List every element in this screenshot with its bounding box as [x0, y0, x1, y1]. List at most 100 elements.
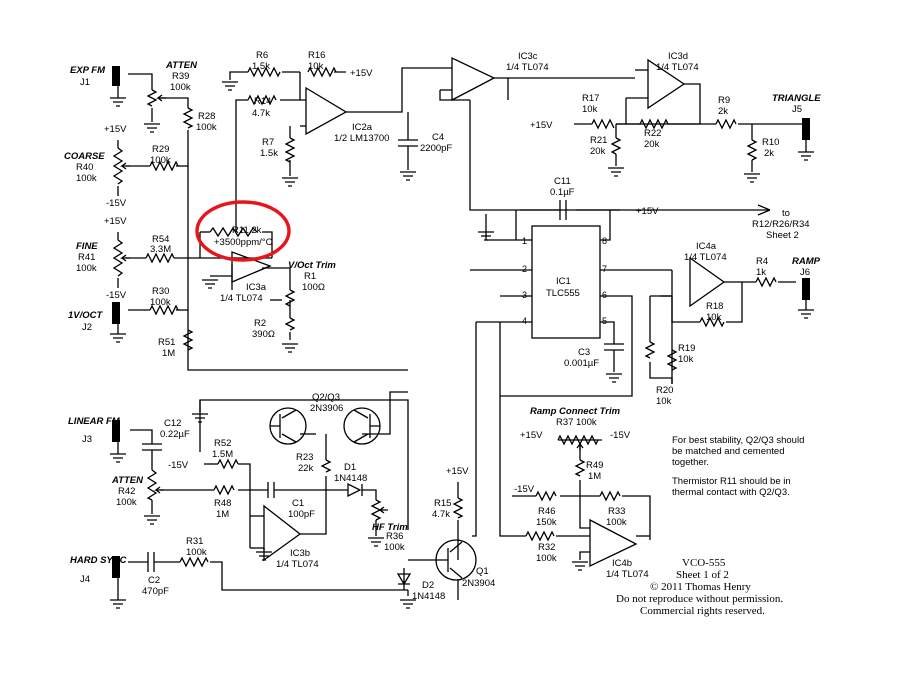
j5-name: TRIANGLE — [772, 93, 821, 104]
plus15-fine: +15V — [104, 216, 127, 227]
svg-text:2200pF: 2200pF — [420, 143, 452, 154]
svg-text:0.1µF: 0.1µF — [550, 187, 575, 198]
grounds — [109, 81, 815, 609]
svg-text:R42: R42 — [118, 486, 135, 497]
r11-ref: R11 2k — [232, 225, 262, 236]
svg-text:R28: R28 — [198, 111, 215, 122]
svg-text:1/4 TL074: 1/4 TL074 — [276, 559, 319, 570]
svg-text:1k: 1k — [756, 267, 766, 278]
svg-text:10k: 10k — [706, 312, 722, 323]
svg-text:thermal contact with Q2/Q3.: thermal contact with Q2/Q3. — [672, 487, 790, 498]
svg-text:R18: R18 — [706, 301, 723, 312]
svg-text:1M: 1M — [162, 348, 175, 359]
svg-text:2N3904: 2N3904 — [462, 578, 495, 589]
svg-text:Commercial rights reserved.: Commercial rights reserved. — [640, 605, 765, 617]
j1-name: EXP FM — [70, 65, 106, 76]
svg-text:R12/R26/R34: R12/R26/R34 — [752, 219, 810, 230]
ramp-trim-label: Ramp Connect Trim — [530, 406, 621, 417]
svg-text:IC2a: IC2a — [352, 122, 373, 133]
svg-text:Thermistor R11 should be in: Thermistor R11 should be in — [672, 476, 791, 487]
minus15-r37: -15V — [610, 430, 631, 441]
minus15-r46: -15V — [514, 484, 535, 495]
svg-text:0.22µF: 0.22µF — [160, 429, 190, 440]
svg-text:100k: 100k — [116, 497, 137, 508]
svg-text:R52: R52 — [214, 438, 231, 449]
j4-name: HARD SYNC — [70, 555, 127, 566]
svg-text:100k: 100k — [536, 553, 557, 564]
plus15-r15: +15V — [446, 466, 469, 477]
svg-text:22k: 22k — [298, 463, 314, 474]
minus15-fine: -15V — [106, 290, 127, 301]
resistors — [112, 66, 777, 568]
svg-text:R1: R1 — [304, 271, 316, 282]
svg-text:3: 3 — [522, 290, 527, 300]
offsheet-reference: to R12/R26/R34 Sheet 2 — [752, 208, 810, 241]
svg-text:390Ω: 390Ω — [252, 329, 275, 340]
j1-ref: J1 — [80, 77, 90, 88]
svg-text:R23: R23 — [296, 452, 313, 463]
semiconductor-labels: Q2/Q3 2N3906 Q1 2N3904 D1 1N4148 D2 1N41… — [310, 392, 495, 602]
svg-text:6: 6 — [602, 290, 607, 300]
svg-text:IC3b: IC3b — [290, 548, 310, 559]
title-block: VCO-555 Sheet 1 of 2 © 2011 Thomas Henry… — [616, 557, 783, 617]
coarse-label: COARSE — [64, 151, 105, 162]
trim-labels: V/Oct Trim HF Trim Ramp Connect Trim — [288, 260, 621, 533]
svg-text:C1: C1 — [292, 498, 304, 509]
svg-text:R15: R15 — [434, 498, 451, 509]
svg-text:1M: 1M — [216, 509, 229, 520]
svg-text:to: to — [782, 208, 790, 219]
svg-text:IC1: IC1 — [556, 276, 571, 287]
svg-text:2k: 2k — [718, 106, 728, 117]
svg-text:R19: R19 — [678, 343, 695, 354]
svg-text:100k: 100k — [606, 517, 627, 528]
svg-text:R10: R10 — [762, 137, 779, 148]
svg-text:R14: R14 — [254, 96, 271, 107]
svg-text:R20: R20 — [656, 385, 673, 396]
svg-text:D1: D1 — [344, 462, 356, 473]
svg-text:Q2/Q3: Q2/Q3 — [312, 392, 340, 403]
atten-label-top: ATTEN — [165, 60, 198, 71]
svg-text:20k: 20k — [590, 146, 606, 157]
svg-text:20k: 20k — [644, 139, 660, 150]
plus15-r16: +15V — [350, 68, 373, 79]
svg-text:1/2 LM13700: 1/2 LM13700 — [334, 133, 389, 144]
svg-text:IC4b: IC4b — [612, 558, 632, 569]
semiconductors — [269, 407, 477, 586]
svg-text:100k: 100k — [76, 263, 97, 274]
r11-value: +3500ppm/°C — [214, 237, 273, 248]
svg-text:0.001µF: 0.001µF — [564, 358, 599, 369]
svg-text:100Ω: 100Ω — [302, 282, 325, 293]
svg-text:R48: R48 — [214, 498, 231, 509]
svg-text:100k: 100k — [384, 542, 405, 553]
svg-text:1.5k: 1.5k — [260, 148, 278, 159]
svg-text:1/4 TL074: 1/4 TL074 — [506, 62, 549, 73]
svg-text:R39: R39 — [172, 71, 189, 82]
minus15-r52: -15V — [168, 460, 189, 471]
svg-text:150k: 150k — [536, 517, 557, 528]
atten-label-bottom: ATTEN — [111, 475, 144, 486]
svg-text:R54: R54 — [152, 234, 169, 245]
svg-text:IC3c: IC3c — [518, 51, 538, 62]
svg-text:R31: R31 — [186, 536, 203, 547]
j3-name: LINEAR FM — [68, 416, 121, 427]
svg-text:IC4a: IC4a — [696, 241, 717, 252]
svg-text:100k: 100k — [76, 173, 97, 184]
capacitor-labels: C4 2200pF C11 0.1µF C3 0.001µF C12 0.22µ… — [142, 132, 599, 597]
svg-text:R21: R21 — [590, 135, 607, 146]
svg-text:R33: R33 — [608, 506, 625, 517]
svg-text:1/4 TL074: 1/4 TL074 — [656, 62, 699, 73]
plus15-r17: +15V — [530, 120, 553, 131]
svg-text:1N4148: 1N4148 — [412, 591, 445, 602]
svg-text:© 2011 Thomas Henry: © 2011 Thomas Henry — [650, 581, 751, 593]
j4-ref: J4 — [80, 574, 90, 585]
svg-text:Q1: Q1 — [476, 566, 489, 577]
svg-text:R40: R40 — [76, 162, 93, 173]
plus15-c11: +15V — [636, 206, 659, 217]
schematic-title: VCO-555 — [682, 557, 726, 569]
svg-text:4.7k: 4.7k — [252, 108, 270, 119]
svg-text:100k: 100k — [196, 122, 217, 133]
svg-text:100k: 100k — [186, 547, 207, 558]
svg-text:R7: R7 — [262, 137, 274, 148]
svg-text:R32: R32 — [538, 542, 555, 553]
